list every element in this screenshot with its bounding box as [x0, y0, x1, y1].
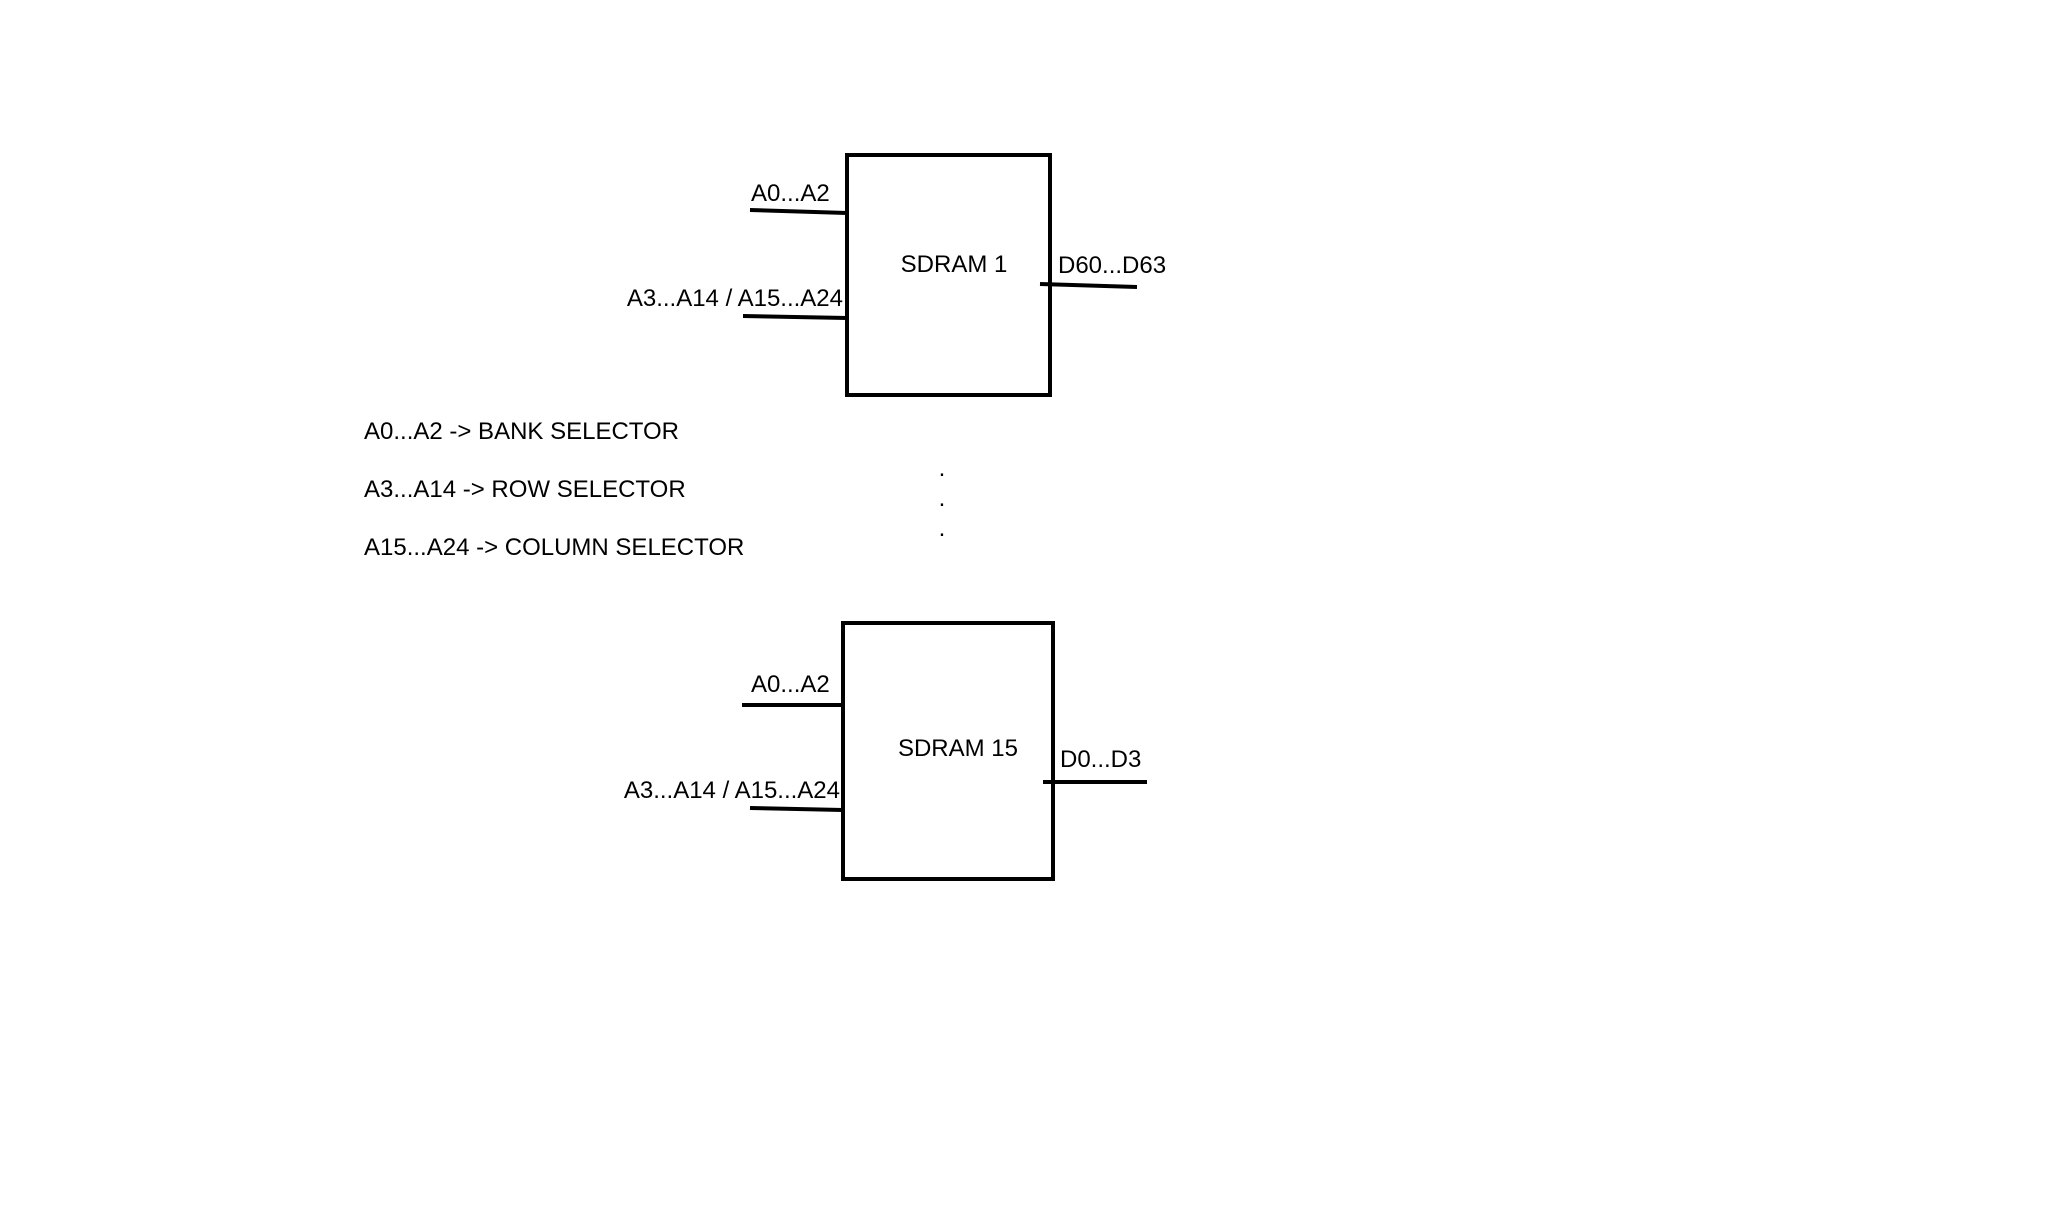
sdram-15-row-col-address-line — [749, 806, 844, 812]
sdram-15-data-label: D0...D3 — [1060, 746, 1141, 773]
sdram-1-row-col-address-line — [742, 314, 848, 320]
sdram-15-bank-address-label: A0...A2 — [751, 671, 830, 698]
sdram-1-bank-address-label: A0...A2 — [751, 180, 830, 207]
sdram-1-bank-address-line — [749, 208, 848, 215]
sdram-1-label: SDRAM 1 — [901, 251, 1008, 278]
legend-bank-selector: A0...A2 -> BANK SELECTOR — [364, 418, 679, 445]
sdram-15-label: SDRAM 15 — [898, 735, 1018, 762]
vertical-ellipsis: . . . — [939, 455, 946, 542]
sdram-1-box — [845, 153, 1052, 397]
sdram-1-data-label: D60...D63 — [1058, 252, 1166, 279]
legend-row-selector: A3...A14 -> ROW SELECTOR — [364, 476, 686, 503]
sdram-1-row-col-address-label: A3...A14 / A15...A24 — [627, 285, 843, 312]
sdram-chip-1: SDRAM 1 A0...A2 A3...A14 / A15...A24 D60… — [627, 153, 1166, 397]
ellipsis-dot: . — [939, 485, 946, 512]
legend-column-selector: A15...A24 -> COLUMN SELECTOR — [364, 534, 744, 561]
sdram-15-box — [841, 621, 1055, 881]
address-legend: A0...A2 -> BANK SELECTOR A3...A14 -> ROW… — [364, 418, 744, 561]
ellipsis-dot: . — [939, 455, 946, 482]
sdram-chip-15: SDRAM 15 A0...A2 A3...A14 / A15...A24 D0… — [624, 621, 1147, 881]
sdram-1-data-line — [1039, 282, 1138, 289]
ellipsis-dot: . — [939, 515, 946, 542]
sdram-15-row-col-address-label: A3...A14 / A15...A24 — [624, 777, 840, 804]
